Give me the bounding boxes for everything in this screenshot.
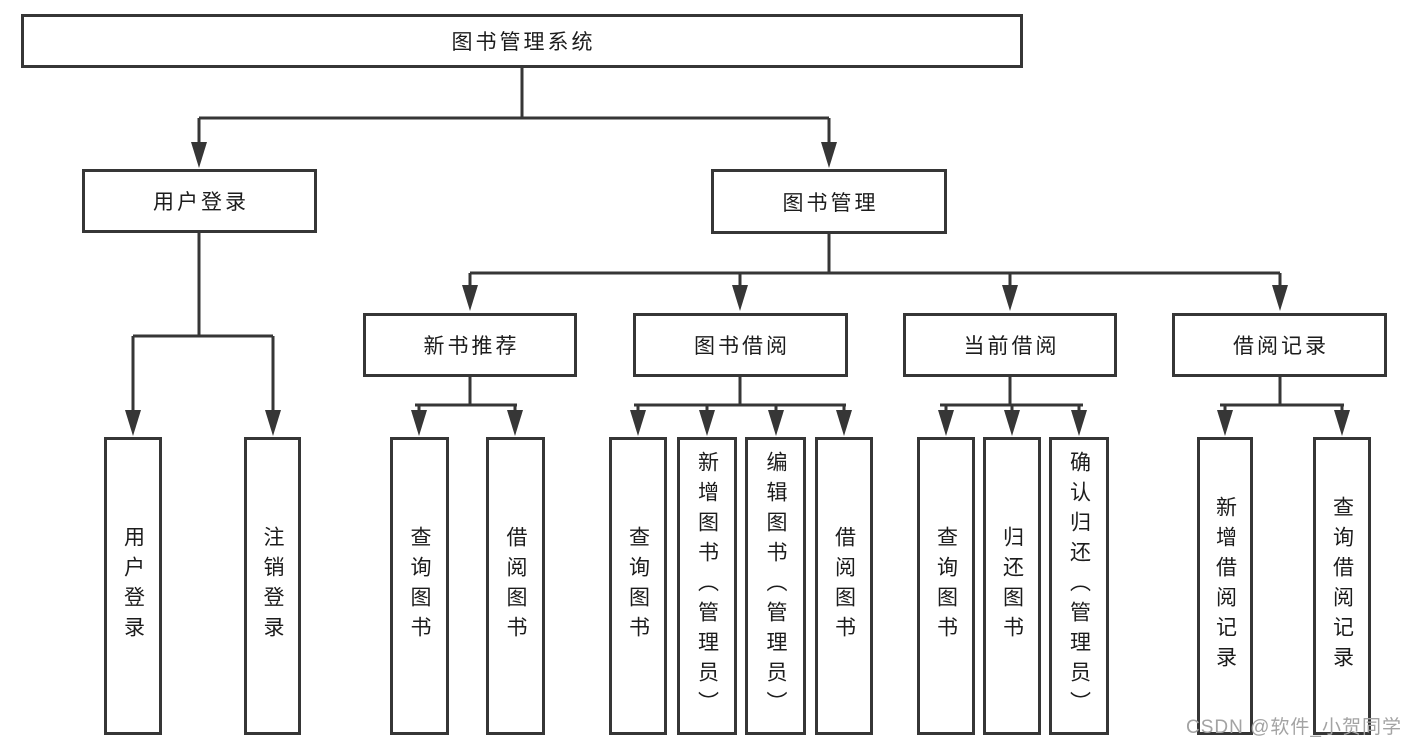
arrowhead-down-icon (1071, 410, 1087, 436)
connector-new-book-children (415, 377, 517, 411)
node-book-borrow-label: 图书借阅 (694, 335, 790, 358)
leaf-bb-borrow-book: 借阅图书 (815, 437, 873, 735)
arrowhead-down-icon (938, 410, 954, 436)
leaf-logout: 注销登录 (244, 437, 301, 735)
leaf-cb-confirm-return-label: 确认归还（管理员） (1067, 451, 1091, 721)
leaf-br-add-record: 新增借阅记录 (1197, 437, 1253, 735)
csdn-watermark: CSDN @软件_小贺同学 (1186, 717, 1402, 738)
arrowhead-down-icon (462, 285, 478, 311)
node-new-book-recommend: 新书推荐 (363, 313, 577, 377)
arrowhead-down-icon (699, 410, 715, 436)
leaf-cb-confirm-return: 确认归还（管理员） (1049, 437, 1109, 735)
node-current-borrow: 当前借阅 (903, 313, 1117, 377)
node-borrow-record: 借阅记录 (1172, 313, 1387, 377)
node-root-label: 图书管理系统 (451, 31, 596, 54)
leaf-br-add-record-label: 新增借阅记录 (1213, 496, 1237, 676)
leaf-bb-edit-book: 编辑图书（管理员） (745, 437, 806, 735)
arrowhead-down-icon (630, 410, 646, 436)
arrowhead-down-icon (507, 410, 523, 436)
leaf-nb-query-book-label: 查询图书 (408, 526, 431, 646)
leaf-cb-query-book: 查询图书 (917, 437, 975, 735)
leaf-nb-borrow-book: 借阅图书 (486, 437, 545, 735)
node-book-management-label: 图书管理 (782, 191, 879, 215)
arrowhead-down-icon (836, 410, 852, 436)
arrowhead-down-icon (732, 285, 748, 311)
arrowhead-down-icon (411, 410, 427, 436)
leaf-br-query-record: 查询借阅记录 (1313, 437, 1371, 735)
leaf-bb-add-book-label: 新增图书（管理员） (695, 451, 719, 721)
connector-root-to-level2 (197, 68, 831, 143)
node-root: 图书管理系统 (21, 14, 1023, 68)
arrowhead-down-icon (768, 410, 784, 436)
arrowhead-down-icon (1334, 410, 1350, 436)
connector-borrow-record-children (1220, 377, 1344, 411)
leaf-bb-add-book: 新增图书（管理员） (677, 437, 737, 735)
arrowhead-down-icon (265, 410, 281, 436)
connector-book-borrow-children (634, 377, 846, 411)
arrowhead-down-icon (1272, 285, 1288, 311)
arrowhead-down-icon (1217, 410, 1233, 436)
leaf-bb-query-book-label: 查询图书 (626, 526, 650, 646)
node-user-login-label: 用户登录 (153, 191, 249, 214)
node-borrow-record-label: 借阅记录 (1233, 335, 1329, 358)
connector-book-management-children (468, 234, 1282, 286)
leaf-nb-query-book: 查询图书 (390, 437, 449, 735)
connector-current-borrow-children (940, 377, 1083, 411)
node-current-borrow-label: 当前借阅 (963, 335, 1060, 358)
node-new-book-recommend-label: 新书推荐 (423, 335, 520, 358)
arrowhead-down-icon (821, 142, 837, 168)
arrowhead-down-icon (191, 142, 207, 168)
leaf-br-query-record-label: 查询借阅记录 (1330, 496, 1354, 676)
leaf-bb-borrow-book-label: 借阅图书 (832, 526, 856, 646)
leaf-cb-return-book: 归还图书 (983, 437, 1041, 735)
leaf-cb-return-book-label: 归还图书 (1000, 526, 1024, 646)
node-book-management: 图书管理 (711, 169, 947, 234)
node-book-borrow: 图书借阅 (633, 313, 848, 377)
node-user-login: 用户登录 (82, 169, 317, 233)
arrowhead-down-icon (1004, 410, 1020, 436)
leaf-cb-query-book-label: 查询图书 (934, 526, 958, 646)
connector-user-login-children (131, 233, 275, 411)
leaf-logout-label: 注销登录 (261, 526, 284, 646)
leaf-user-login-label: 用户登录 (121, 526, 145, 646)
arrowhead-down-icon (125, 410, 141, 436)
leaf-bb-query-book: 查询图书 (609, 437, 667, 735)
arrowhead-down-icon (1002, 285, 1018, 311)
leaf-user-login: 用户登录 (104, 437, 162, 735)
leaf-nb-borrow-book-label: 借阅图书 (504, 526, 527, 646)
leaf-bb-edit-book-label: 编辑图书（管理员） (764, 451, 787, 721)
